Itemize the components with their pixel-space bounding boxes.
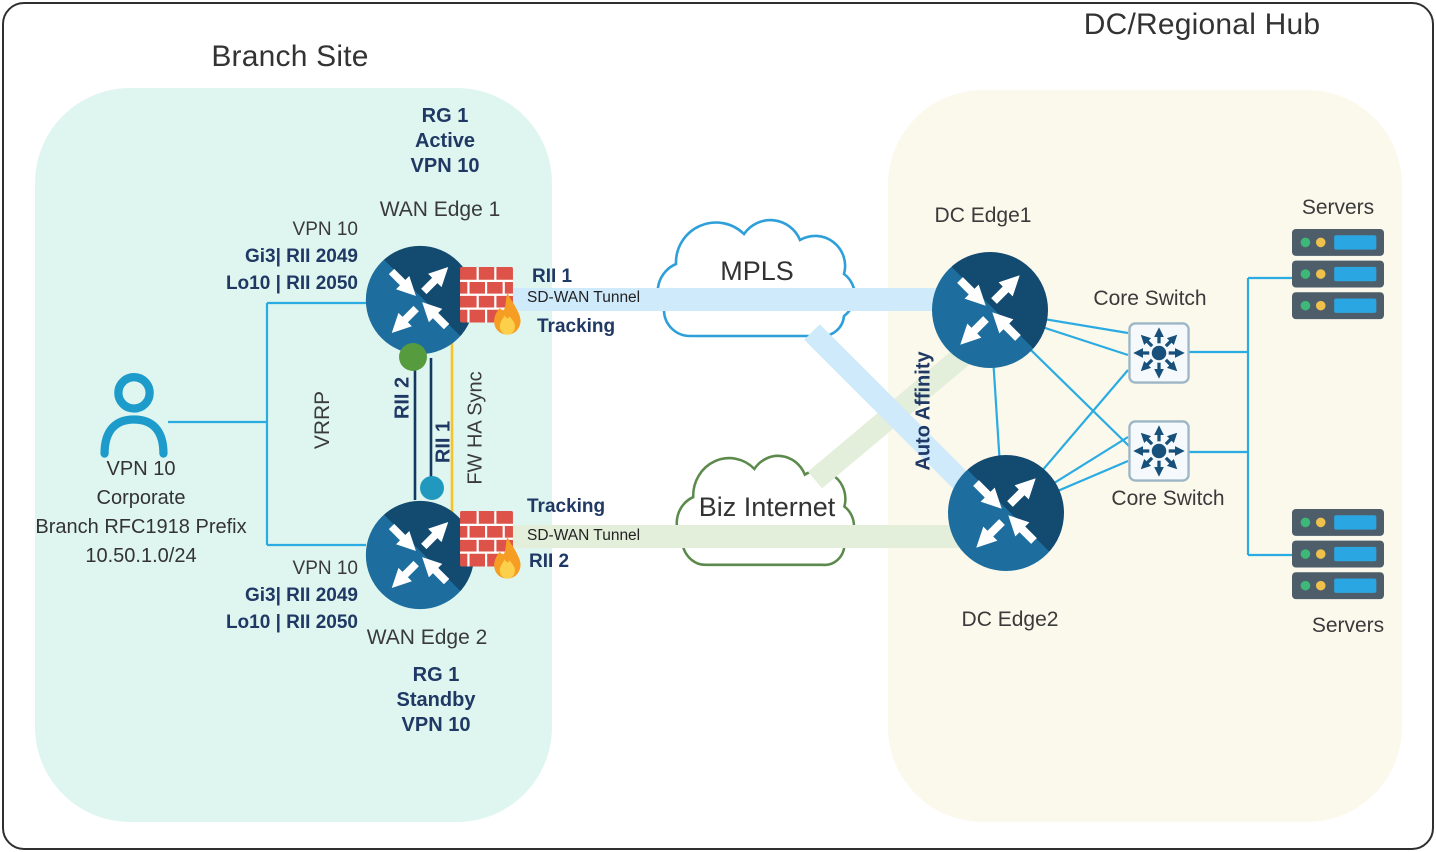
if-vpn: VPN 10 — [292, 558, 358, 579]
if-gi3: Gi3| RII 2049 — [244, 246, 358, 267]
dc-edge2-label: DC Edge2 — [961, 608, 1059, 631]
core-switch2-icon — [1128, 420, 1190, 482]
mpls-tunnel-tracking: Tracking — [537, 316, 616, 337]
biz-internet-cloud-label: Biz Internet — [698, 492, 836, 522]
user-prefix-label: Branch RFC1918 Prefix — [35, 516, 247, 538]
standby-state-dot — [420, 476, 444, 500]
auto-affinity-label: Auto Affinity — [912, 351, 935, 471]
user-corporate: Corporate — [96, 487, 186, 509]
user-prefix: 10.50.1.0/24 — [85, 545, 197, 567]
rg-vpn: VPN 10 — [410, 155, 480, 177]
firewall-icon-wan1 — [459, 262, 535, 346]
corporate-prefix-note: VPN 10 Corporate Branch RFC1918 Prefix 1… — [35, 455, 246, 571]
user-vpn: VPN 10 — [106, 458, 176, 480]
rg-vpn: VPN 10 — [401, 714, 471, 736]
wan-edge2-router-icon — [363, 498, 477, 612]
user-icon — [96, 368, 172, 460]
mpls-tunnel-label: SD-WAN Tunnel — [527, 289, 641, 306]
flame-icon — [494, 291, 521, 335]
active-state-dot — [399, 343, 427, 371]
firewall-icon-wan2 — [459, 506, 535, 590]
fw-ha-sync-label: FW HA Sync — [464, 371, 487, 485]
branch-site-region — [35, 88, 552, 822]
if-lo10: Lo10 | RII 2050 — [225, 273, 358, 294]
if-vpn: VPN 10 — [292, 219, 358, 240]
mpls-cloud-label: MPLS — [720, 256, 794, 286]
servers-bottom-icon — [1292, 508, 1384, 602]
dc-edge2-router-icon — [946, 453, 1066, 573]
servers-top-label: Servers — [1301, 196, 1375, 219]
internet-tunnel-tracking: Tracking — [527, 496, 606, 517]
wan-edge2-rg-state: RG 1 Standby VPN 10 — [397, 663, 476, 738]
wan-edge1-label: WAN Edge 1 — [379, 198, 501, 221]
branch-lan-links — [168, 301, 366, 547]
wan-edge2-label: WAN Edge 2 — [366, 626, 488, 649]
tunnel-band-internet — [505, 525, 1007, 548]
internet-tunnel-label: SD-WAN Tunnel — [527, 527, 641, 544]
wan-edge1-router-icon — [363, 243, 477, 357]
internet-tunnel-rii: RII 2 — [529, 551, 570, 572]
branch-site-title: Branch Site — [211, 40, 369, 73]
core-switch2-label: Core Switch — [1111, 487, 1225, 510]
rg-state: Standby — [396, 689, 476, 711]
vrrp-label: VRRP — [311, 390, 334, 450]
wan-edge1-interfaces: VPN 10 Gi3| RII 2049 Lo10 | RII 2050 — [226, 216, 358, 297]
rii1-link-label: RII 1 — [432, 420, 455, 464]
rg-state: Active — [414, 130, 476, 152]
servers-bottom-label: Servers — [1311, 614, 1385, 637]
ha-links — [413, 336, 454, 514]
servers-top-icon — [1292, 228, 1384, 322]
rg-label: RG 1 — [412, 664, 460, 686]
wan-edge2-interfaces: VPN 10 Gi3| RII 2049 Lo10 | RII 2050 — [226, 555, 358, 636]
mpls-tunnel-rii: RII 1 — [532, 266, 573, 287]
core-switch1-label: Core Switch — [1093, 287, 1207, 310]
dc-edge1-label: DC Edge1 — [934, 204, 1032, 227]
dc-edge1-router-icon — [930, 250, 1050, 370]
tunnel-diag-blue — [804, 324, 980, 500]
flame-icon — [494, 535, 521, 579]
if-gi3: Gi3| RII 2049 — [244, 585, 358, 606]
rii2-link-label: RII 2 — [391, 376, 414, 420]
wan-edge1-rg-state: RG 1 Active VPN 10 — [411, 104, 480, 179]
rg-label: RG 1 — [421, 105, 469, 127]
if-lo10: Lo10 | RII 2050 — [225, 612, 358, 633]
dc-hub-title: DC/Regional Hub — [1083, 8, 1321, 41]
core-switch1-icon — [1128, 322, 1190, 384]
tunnel-band-mpls — [505, 288, 987, 311]
